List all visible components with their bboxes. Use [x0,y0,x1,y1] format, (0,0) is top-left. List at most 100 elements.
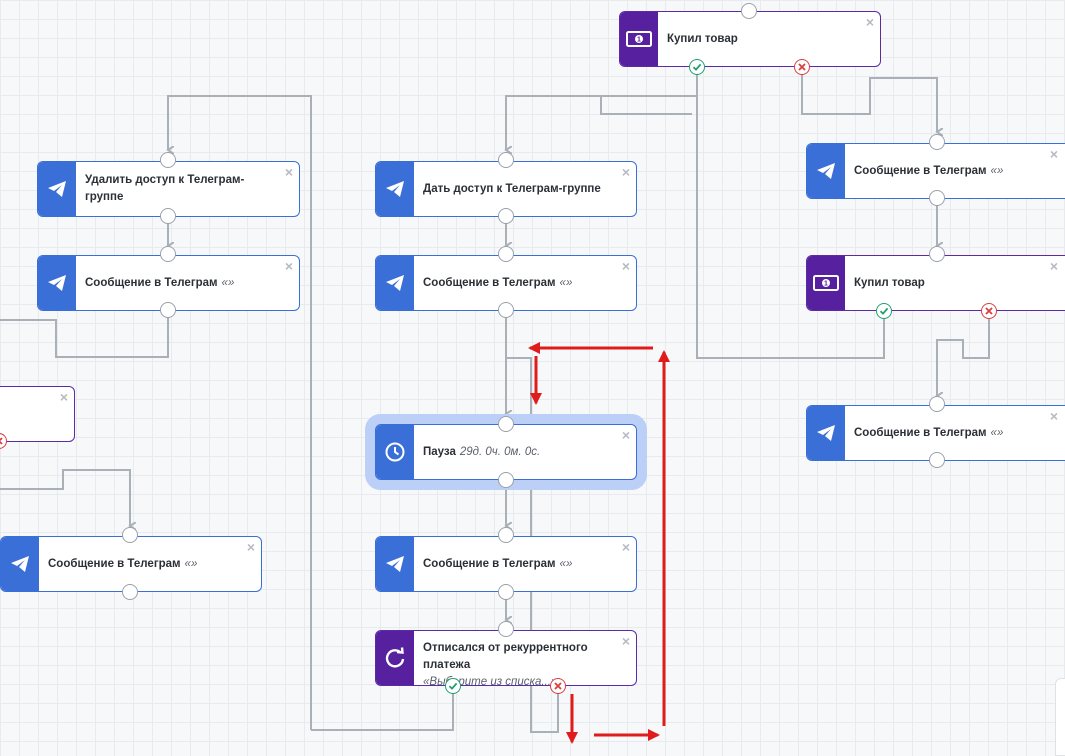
fail-port[interactable] [981,303,997,319]
refresh-icon [376,631,414,685]
telegram-icon [376,256,414,310]
node-title: Сообщение в Телеграм [854,426,987,439]
money-icon: 1 [620,12,658,66]
wire [311,686,454,731]
output-port[interactable] [929,190,945,206]
input-port[interactable] [741,3,757,19]
input-port[interactable] [929,134,945,150]
node-subtitle: «» [184,557,198,570]
input-port[interactable] [498,621,514,637]
node-subtitle: «» [559,557,573,570]
node-telegram-message-mid2[interactable]: Сообщение в Телеграм«» × [375,536,637,592]
node-title: Дать доступ к Телеграм-группе [423,182,601,195]
node-bought-product-right[interactable]: 1 Купил товар × [806,255,1065,311]
node-title: Сообщение в Телеграм [423,557,556,570]
node-subtitle: «» [990,164,1004,177]
success-port[interactable] [876,303,892,319]
svg-text:1: 1 [824,281,828,288]
close-icon[interactable]: × [1049,408,1058,424]
close-icon[interactable]: × [621,164,630,180]
telegram-icon [38,162,76,216]
node-title: Сообщение в Телеграм [85,276,218,289]
telegram-icon [38,256,76,310]
success-port[interactable] [689,59,705,75]
close-icon[interactable]: × [621,539,630,555]
wire [506,357,532,545]
node-title: Удалить доступ к Телеграм-группе [85,174,245,203]
node-telegram-message-right2[interactable]: Сообщение в Телеграм«» × [806,405,1065,461]
clock-icon [376,425,414,479]
node-title: Пауза [423,445,456,458]
telegram-icon [807,406,845,460]
wire [696,67,885,359]
fail-port[interactable] [550,678,566,694]
cross-icon [985,307,993,315]
wire [600,96,692,115]
close-icon[interactable]: × [1049,258,1058,274]
wire [801,67,937,132]
input-port[interactable] [498,527,514,543]
input-port[interactable] [929,396,945,412]
node-subtitle: «» [221,276,235,289]
side-panel-edge [1055,678,1065,756]
output-port[interactable] [160,302,176,318]
output-port[interactable] [122,584,138,600]
money-icon: 1 [807,256,845,310]
input-port[interactable] [122,527,138,543]
success-port[interactable] [445,678,461,694]
input-port[interactable] [498,246,514,262]
close-icon[interactable]: × [246,539,255,555]
node-title: Купил товар [854,276,925,289]
node-bought-product-top[interactable]: 1 Купил товар × [619,11,881,67]
node-title: Купил товар [667,32,738,45]
node-telegram-message-right1[interactable]: Сообщение в Телеграм«» × [806,143,1065,199]
close-icon[interactable]: × [1049,146,1058,162]
node-title: Отписался от рекуррентного платежа [423,642,588,671]
check-icon [879,307,889,315]
input-port[interactable] [498,416,514,432]
close-icon[interactable]: × [621,633,630,649]
input-port[interactable] [160,246,176,262]
output-port[interactable] [160,208,176,224]
node-subtitle: «» [559,276,573,289]
output-port[interactable] [498,302,514,318]
close-icon[interactable]: × [621,258,630,274]
wire [937,311,990,396]
output-port[interactable] [929,452,945,468]
close-icon[interactable]: × [284,164,293,180]
close-icon[interactable]: × [59,389,68,405]
node-telegram-message-bottom-left[interactable]: Сообщение в Телеграм«» × [0,536,262,592]
annotation-arrows [528,342,670,744]
wire [168,95,312,730]
cross-icon [0,437,3,445]
node-subtitle: «Выберите из списка...» [423,676,558,688]
input-port[interactable] [929,246,945,262]
fail-port[interactable] [794,59,810,75]
node-unsubscribed-recurring[interactable]: Отписался от рекуррентного платежа «Выбер… [375,630,637,688]
check-icon [448,682,458,690]
node-title: Сообщение в Телеграм [48,557,181,570]
output-port[interactable] [498,472,514,488]
node-partial-left[interactable]: × [0,386,75,442]
close-icon[interactable]: × [284,258,293,274]
output-port[interactable] [498,208,514,224]
output-port[interactable] [498,584,514,600]
telegram-icon [807,144,845,198]
node-subtitle: «» [990,426,1004,439]
node-give-access[interactable]: Дать доступ к Телеграм-группе × [375,161,637,217]
telegram-icon [1,537,39,591]
input-port[interactable] [160,152,176,168]
cross-icon [554,682,562,690]
wire [0,311,169,358]
close-icon[interactable]: × [865,14,874,30]
input-port[interactable] [498,152,514,168]
node-remove-access[interactable]: Удалить доступ к Телеграм-группе × [37,161,300,217]
close-icon[interactable]: × [621,427,630,443]
wire [0,469,130,526]
node-title: Сообщение в Телеграм [854,164,987,177]
svg-text:1: 1 [637,37,641,44]
cross-icon [798,63,806,71]
telegram-icon [376,537,414,591]
telegram-icon [376,162,414,216]
